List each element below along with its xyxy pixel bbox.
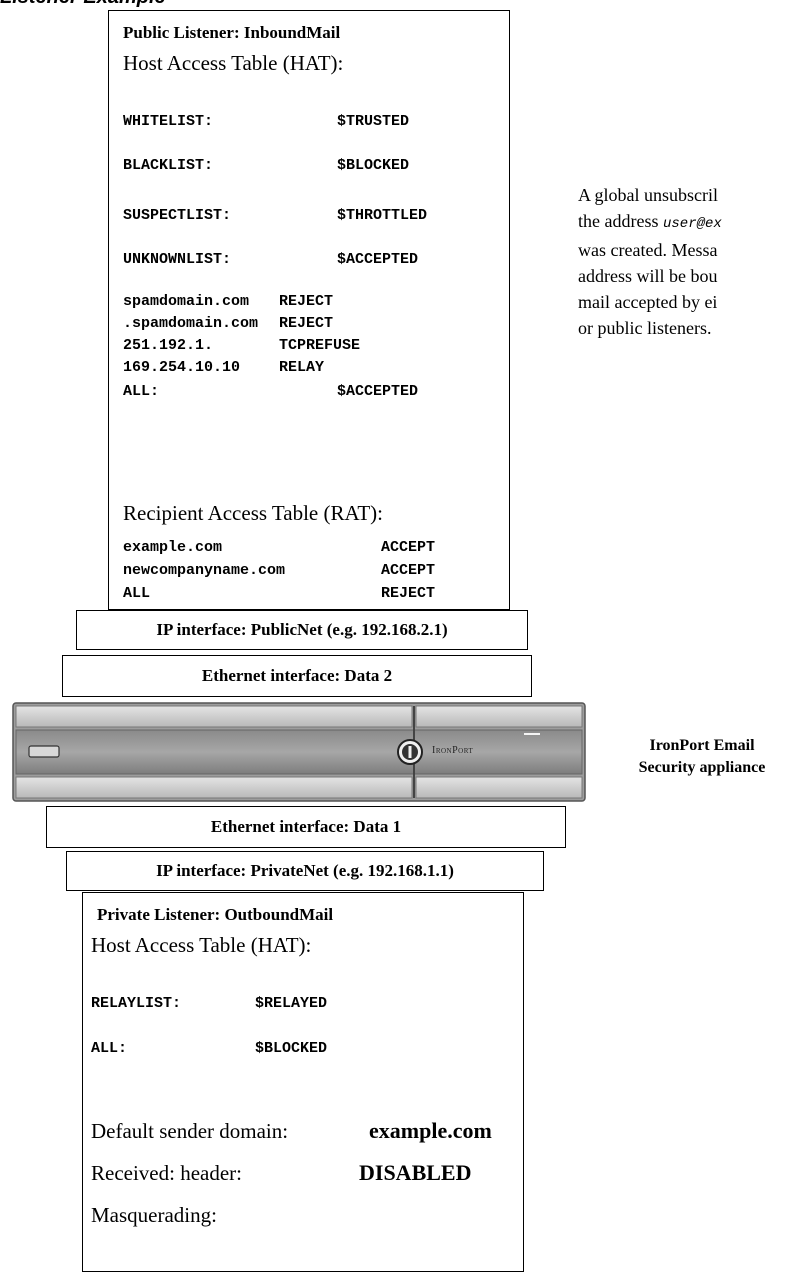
default-sender-label: Default sender domain: — [91, 1119, 289, 1143]
hat-value: $THROTTLED — [337, 207, 428, 224]
appliance-label: IronPort Email Security appliance — [605, 735, 794, 779]
rat-key: newcompanyname.com — [123, 562, 286, 579]
private-hat-value: $BLOCKED — [255, 1040, 328, 1057]
ip-interface-private: IP interface: PrivateNet (e.g. 192.168.1… — [66, 851, 544, 891]
hat-key: BLACKLIST: — [123, 157, 214, 174]
hat-rule-value: $ACCEPTED — [337, 383, 419, 400]
hat-rule-value: RELAY — [279, 359, 325, 376]
note-line: address will be bou — [578, 266, 718, 286]
appliance-chassis: IronPort — [12, 702, 586, 802]
private-hat-title: Host Access Table (HAT): — [91, 933, 312, 957]
hat-rule-key: .spamdomain.com — [123, 315, 259, 332]
hat-key: SUSPECTLIST: — [123, 207, 232, 224]
public-listener-box: Public Listener: InboundMail Host Access… — [108, 10, 510, 610]
hat-key: UNKNOWNLIST: — [123, 251, 232, 268]
public-listener-title: Public Listener: InboundMail — [123, 23, 341, 42]
appliance-label-line2: Security appliance — [638, 759, 766, 776]
hat-rule-value: REJECT — [279, 315, 334, 332]
note-line: A global unsubscril — [578, 185, 718, 205]
public-hat-title: Host Access Table (HAT): — [123, 51, 344, 75]
page-heading-cropped: Listener Example — [0, 0, 166, 9]
ethernet-interface-data2: Ethernet interface: Data 2 — [62, 655, 532, 697]
hat-value: $BLOCKED — [337, 157, 410, 174]
note-address: user@ex — [662, 216, 722, 232]
received-header-value: DISABLED — [359, 1160, 472, 1185]
received-header-label: Received: header: — [91, 1161, 242, 1185]
public-rat-title: Recipient Access Table (RAT): — [123, 501, 383, 525]
rat-value: ACCEPT — [381, 562, 436, 579]
private-hat-key: ALL: — [91, 1040, 128, 1057]
unsubscribe-note: A global unsubscril the address user@ex … — [578, 182, 722, 341]
hat-key: WHITELIST: — [123, 113, 214, 130]
rat-value: REJECT — [381, 585, 436, 602]
ethernet-interface-data1: Ethernet interface: Data 1 — [46, 806, 566, 848]
hat-rule-key: 169.254.10.10 — [123, 359, 241, 376]
private-hat-key: RELAYLIST: — [91, 995, 182, 1012]
ip-interface-public: IP interface: PublicNet (e.g. 192.168.2.… — [76, 610, 528, 650]
rat-value: ACCEPT — [381, 539, 436, 556]
note-line: the address user@ex — [578, 208, 722, 237]
note-line: mail accepted by ei — [578, 292, 718, 312]
hat-rule-key: 251.192.1. — [123, 337, 214, 354]
rat-key: ALL — [123, 585, 151, 602]
rat-key: example.com — [123, 539, 223, 556]
hat-rule-key: spamdomain.com — [123, 293, 250, 310]
masquerading-label: Masquerading: — [91, 1203, 217, 1227]
hat-value: $TRUSTED — [337, 113, 410, 130]
hat-rule-value: REJECT — [279, 293, 334, 310]
appliance-label-line1: IronPort Email — [649, 737, 755, 754]
note-line: or public listeners. — [578, 318, 712, 338]
default-sender-value: example.com — [369, 1118, 492, 1143]
hat-rule-value: TCPREFUSE — [279, 337, 361, 354]
hat-value: $ACCEPTED — [337, 251, 419, 268]
hat-rule-key: ALL: — [123, 383, 160, 400]
private-listener-box: Private Listener: OutboundMail Host Acce… — [82, 892, 524, 1272]
private-hat-value: $RELAYED — [255, 995, 328, 1012]
private-listener-title: Private Listener: OutboundMail — [97, 905, 334, 924]
appliance-brand-logo: IronPort — [432, 745, 474, 756]
note-line-prefix: the address — [578, 211, 663, 231]
appliance-graphic — [12, 702, 586, 802]
note-line: was created. Messa — [578, 240, 718, 260]
